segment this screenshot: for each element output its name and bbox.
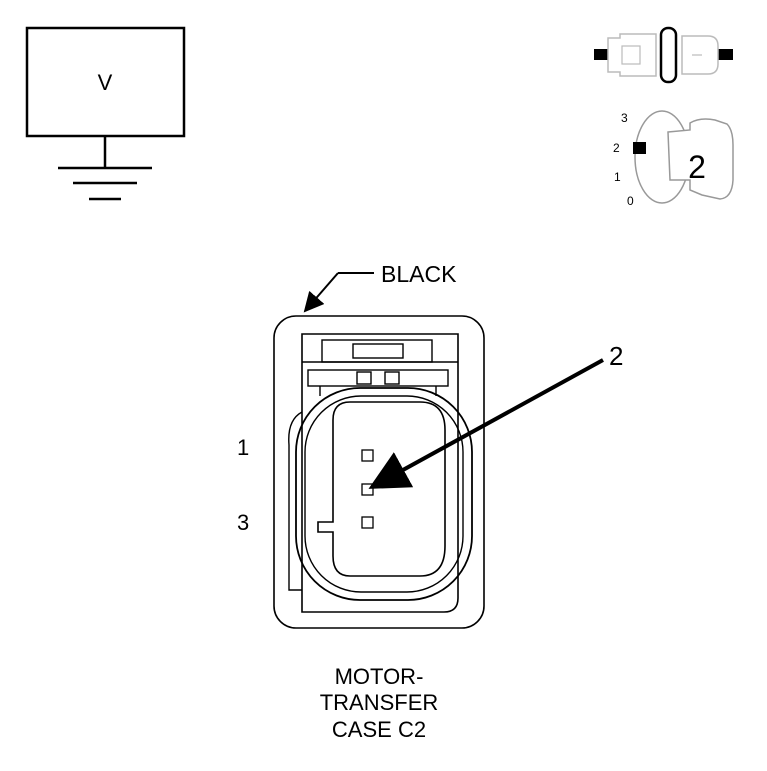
connector-color-label: BLACK bbox=[381, 261, 457, 287]
ground-icon bbox=[58, 136, 152, 201]
connector-name-line-2: TRANSFER bbox=[320, 690, 439, 715]
position-scale-3: 3 bbox=[621, 111, 628, 125]
connector-name-line-3: CASE C2 bbox=[332, 717, 426, 742]
pin-cavity-1 bbox=[361, 449, 374, 462]
pin-callout-label: 2 bbox=[609, 341, 623, 371]
pin-cavity-3 bbox=[361, 516, 374, 529]
connector-name-line-1: MOTOR- bbox=[335, 664, 424, 689]
connector-housing bbox=[273, 315, 485, 629]
position-scale-0: 0 bbox=[627, 194, 634, 208]
position-scale-1: 1 bbox=[614, 170, 621, 184]
connector-latch bbox=[302, 339, 458, 396]
voltmeter-box bbox=[25, 26, 186, 138]
pin-label-1: 1 bbox=[237, 435, 249, 460]
pin-callout-arrow bbox=[368, 358, 604, 489]
pin-cavity-2 bbox=[361, 483, 374, 496]
position-value: 2 bbox=[688, 149, 706, 185]
connector-side-view-icon bbox=[594, 26, 733, 84]
voltmeter-symbol: V bbox=[25, 26, 186, 201]
position-scale-2: 2 bbox=[613, 141, 620, 155]
pin-callout: 2 bbox=[368, 341, 623, 489]
position-indicator-icon: 3 2 1 0 2 bbox=[613, 110, 734, 208]
connector-name: MOTOR- TRANSFER CASE C2 bbox=[320, 664, 439, 742]
pin-label-3: 3 bbox=[237, 510, 249, 535]
connector-face bbox=[273, 315, 485, 629]
color-callout: BLACK bbox=[303, 261, 457, 313]
voltmeter-label: V bbox=[98, 70, 113, 95]
